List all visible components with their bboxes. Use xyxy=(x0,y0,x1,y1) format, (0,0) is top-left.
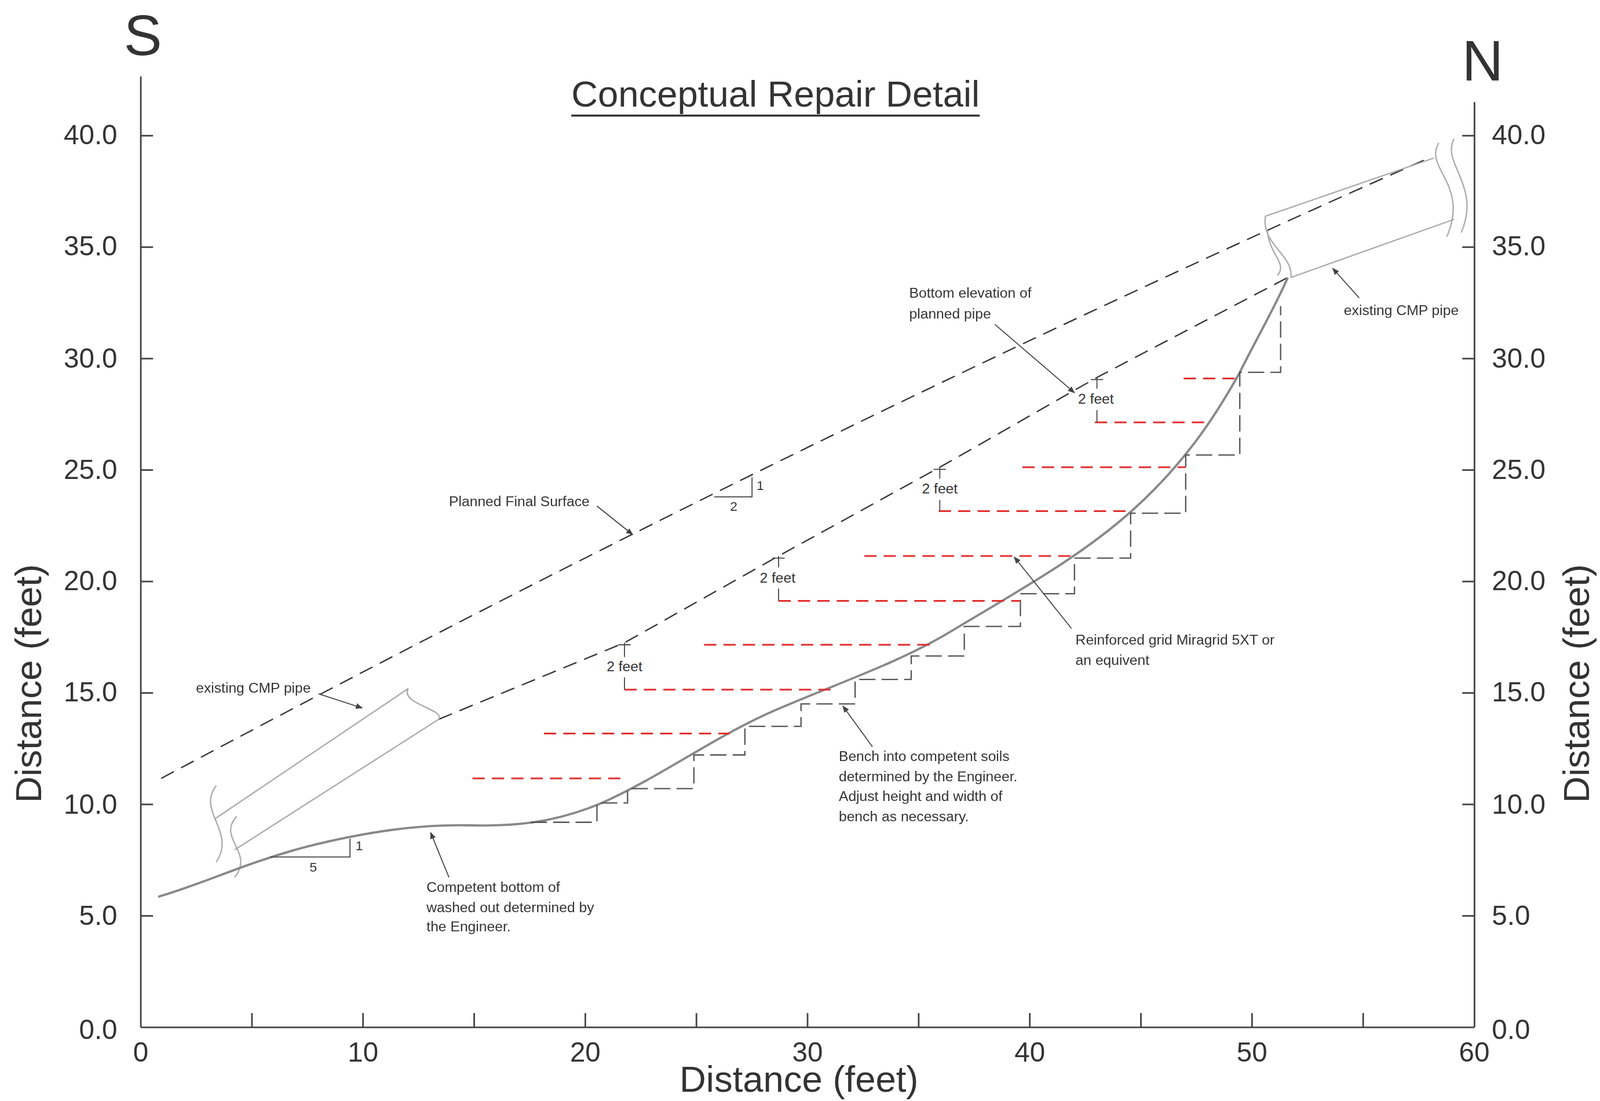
drawing-title: Conceptual Repair Detail xyxy=(571,72,980,116)
axis-tick xyxy=(1462,358,1475,360)
axis-value: 20.0 xyxy=(63,565,118,598)
axis-value: 35.0 xyxy=(1491,231,1546,263)
axis-tick xyxy=(1140,1013,1142,1028)
planned-surface xyxy=(161,158,1429,779)
axis-tick xyxy=(140,692,153,694)
axis-tick xyxy=(1462,692,1475,694)
axis-tick xyxy=(584,1013,587,1028)
axis-tick xyxy=(1462,469,1475,471)
dimension-label: 2 feet xyxy=(604,658,645,675)
dimension-marks xyxy=(270,377,1103,858)
axis-value: 60 xyxy=(1459,1037,1490,1070)
axis-value: 35.0 xyxy=(63,231,118,263)
callout-note: Planned Final Surface xyxy=(448,492,590,510)
leader-lines xyxy=(318,268,1360,878)
axis-value: 5.0 xyxy=(78,900,118,933)
dimension-label: 2 feet xyxy=(1075,391,1116,408)
axis-title: Distance (feet) xyxy=(7,564,50,803)
axis-value: 25.0 xyxy=(1491,454,1546,487)
axis-tick xyxy=(1462,134,1475,137)
axis-tick xyxy=(1028,1013,1031,1028)
axis-value: 40 xyxy=(1014,1037,1046,1070)
callout-note: existing CMP pipe xyxy=(195,679,311,696)
axis-tick xyxy=(695,1013,698,1028)
callout-note: Reinforced grid Miragrid 5XT or an equiv… xyxy=(1075,630,1291,671)
axis-tick xyxy=(917,1013,920,1028)
axis-value: 0 xyxy=(133,1037,149,1070)
slope-value: 5 xyxy=(309,860,317,876)
axis-value: 15.0 xyxy=(63,677,118,710)
axis-value: 10.0 xyxy=(1491,788,1546,821)
axis-tick xyxy=(140,469,153,471)
axis-title: Distance (feet) xyxy=(679,1058,919,1101)
direction-letter: N xyxy=(1462,28,1504,94)
axis-value: 20.0 xyxy=(1491,565,1546,598)
axis-tick xyxy=(806,1013,809,1028)
axis-tick xyxy=(140,246,153,248)
axis-value: 40.0 xyxy=(63,119,118,152)
axis-tick xyxy=(1462,804,1475,806)
direction-letter: S xyxy=(123,2,163,69)
axis-tick xyxy=(1462,246,1475,248)
axis-value: 0.0 xyxy=(1491,1014,1530,1047)
axis-tick xyxy=(140,581,153,583)
dimension-label: 2 feet xyxy=(757,569,798,586)
slope-value: 1 xyxy=(355,839,364,855)
axis-tick xyxy=(251,1013,254,1028)
washout-ground-line xyxy=(158,277,1288,897)
axis-value: 40.0 xyxy=(1491,119,1546,152)
callout-note: Competent bottom of washed out determine… xyxy=(426,877,595,938)
pipe-bottom-line xyxy=(438,277,1288,720)
axes xyxy=(140,76,1475,1028)
axis-tick xyxy=(1462,915,1475,918)
axis-value: 50 xyxy=(1236,1037,1268,1070)
axis-value: 5.0 xyxy=(1491,900,1530,933)
axis-value: 25.0 xyxy=(63,454,118,487)
cmp-pipes xyxy=(210,139,1467,878)
axis-value: 15.0 xyxy=(1491,677,1546,710)
axis-value: 10.0 xyxy=(63,788,118,821)
axis-title: Distance (feet) xyxy=(1555,564,1598,803)
callout-note: existing CMP pipe xyxy=(1343,301,1459,319)
axis-value: 0.0 xyxy=(78,1014,118,1047)
axis-tick xyxy=(140,915,153,918)
callout-note: Bench into competent soils determined by… xyxy=(838,746,1043,827)
axis-tick xyxy=(1362,1013,1365,1028)
bench-steps xyxy=(530,305,1281,823)
axis-value: 20 xyxy=(570,1037,601,1070)
geogrid-layers xyxy=(472,378,1241,780)
axis-tick xyxy=(362,1013,364,1028)
axis-tick xyxy=(140,358,153,360)
axis-tick xyxy=(140,134,153,137)
axis-value: 30.0 xyxy=(63,342,118,375)
axis-value: 10 xyxy=(347,1037,379,1070)
slope-value: 1 xyxy=(756,479,765,495)
dimension-label: 2 feet xyxy=(919,480,960,498)
callout-note: Bottom elevation of planned pipe xyxy=(908,283,1062,324)
axis-tick xyxy=(473,1013,476,1028)
axis-tick xyxy=(140,804,153,806)
slope-value: 2 xyxy=(729,499,738,515)
axis-tick xyxy=(1462,581,1475,583)
axis-value: 30.0 xyxy=(1491,342,1546,375)
axis-tick xyxy=(1251,1013,1254,1028)
